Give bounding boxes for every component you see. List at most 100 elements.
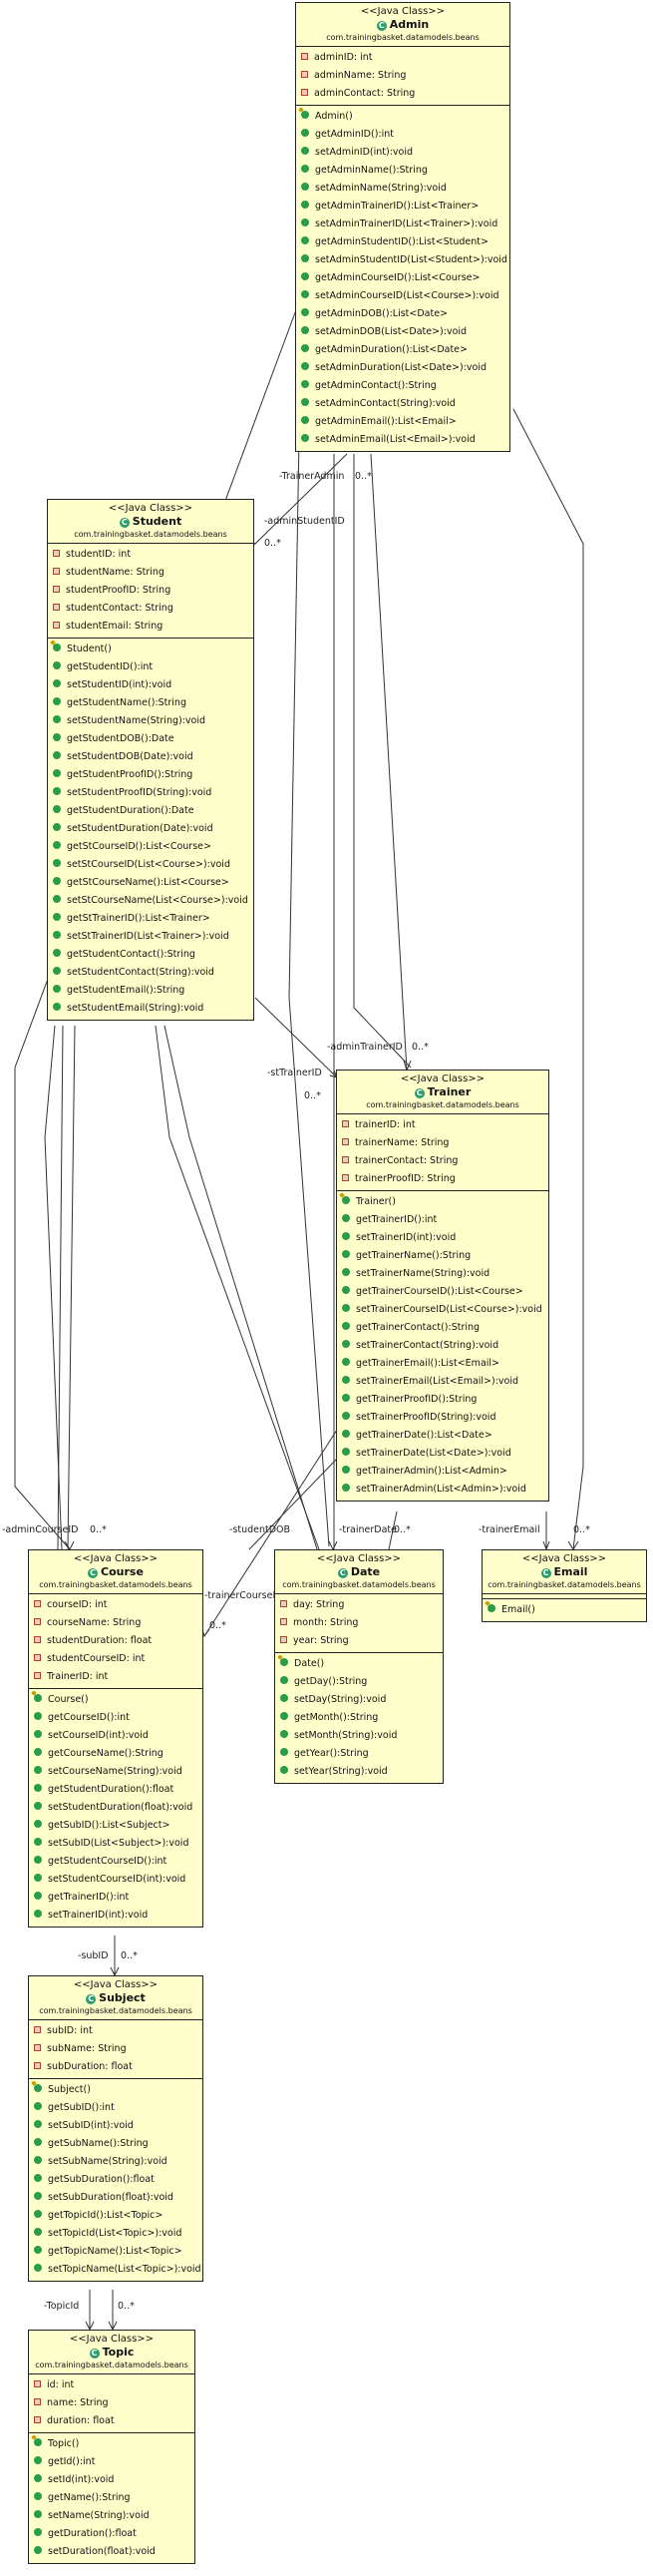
method-row[interactable]: setStTrainerID(List<Trainer>):void xyxy=(48,928,253,946)
method-row[interactable]: setCourseName(String):void xyxy=(29,1763,202,1781)
method-row[interactable]: getDay():String xyxy=(275,1673,443,1691)
method-row[interactable]: getSubID():List<Subject> xyxy=(29,1817,202,1835)
field-row[interactable]: studentDuration: float xyxy=(29,1632,202,1650)
method-row[interactable]: setTrainerEmail(List<Email>):void xyxy=(337,1373,548,1391)
method-row[interactable]: setCourseID(int):void xyxy=(29,1727,202,1745)
method-row[interactable]: getStudentEmail():String xyxy=(48,982,253,1000)
method-row[interactable]: getAdminDOB():List<Date> xyxy=(296,305,509,323)
method-row[interactable]: getTrainerProofID():String xyxy=(337,1391,548,1409)
field-row[interactable]: trainerName: String xyxy=(337,1134,548,1152)
method-row[interactable]: setAdminContact(String):void xyxy=(296,395,509,413)
method-row[interactable]: setAdminTrainerID(List<Trainer>):void xyxy=(296,215,509,233)
method-row[interactable]: setAdminDuration(List<Date>):void xyxy=(296,359,509,377)
method-row[interactable]: setYear(String):void xyxy=(275,1763,443,1781)
method-row[interactable]: setStudentDOB(Date):void xyxy=(48,748,253,766)
field-row[interactable]: studentEmail: String xyxy=(48,618,253,636)
method-row[interactable]: setId(int):void xyxy=(29,2471,194,2489)
field-row[interactable]: studentContact: String xyxy=(48,600,253,618)
field-row[interactable]: trainerID: int xyxy=(337,1116,548,1134)
field-row[interactable]: courseID: int xyxy=(29,1596,202,1614)
method-row[interactable]: getAdminCourseID():List<Course> xyxy=(296,269,509,287)
method-row[interactable]: setStudentCourseID(int):void xyxy=(29,1871,202,1889)
field-row[interactable]: studentID: int xyxy=(48,546,253,564)
method-row[interactable]: setAdminName(String):void xyxy=(296,180,509,198)
method-row[interactable]: getStudentContact():String xyxy=(48,946,253,964)
method-row[interactable]: getAdminTrainerID():List<Trainer> xyxy=(296,198,509,215)
constructor-row[interactable]: Topic() xyxy=(29,2435,194,2453)
method-row[interactable]: getStCourseID():List<Course> xyxy=(48,838,253,856)
method-row[interactable]: getStTrainerID():List<Trainer> xyxy=(48,910,253,928)
field-row[interactable]: adminContact: String xyxy=(296,85,509,103)
method-row[interactable]: getAdminDuration():List<Date> xyxy=(296,341,509,359)
field-row[interactable]: duration: float xyxy=(29,2412,194,2430)
method-row[interactable]: getStudentDuration():Date xyxy=(48,802,253,820)
method-row[interactable]: getCourseName():String xyxy=(29,1745,202,1763)
method-row[interactable]: getTrainerID():int xyxy=(29,1889,202,1907)
method-row[interactable]: getStudentProofID():String xyxy=(48,766,253,784)
field-row[interactable]: studentProofID: String xyxy=(48,582,253,600)
method-row[interactable]: setStCourseName(List<Course>):void xyxy=(48,892,253,910)
field-row[interactable]: id: int xyxy=(29,2376,194,2394)
method-row[interactable]: getTrainerAdmin():List<Admin> xyxy=(337,1463,548,1481)
method-row[interactable]: getId():int xyxy=(29,2453,194,2471)
method-row[interactable]: setStudentContact(String):void xyxy=(48,964,253,982)
constructor-row[interactable]: Email() xyxy=(483,1601,646,1619)
method-row[interactable]: setStCourseID(List<Course>):void xyxy=(48,856,253,874)
method-row[interactable]: setTrainerName(String):void xyxy=(337,1265,548,1283)
field-row[interactable]: adminName: String xyxy=(296,67,509,85)
method-row[interactable]: getTrainerID():int xyxy=(337,1211,548,1229)
method-row[interactable]: setTrainerDate(List<Date>):void xyxy=(337,1445,548,1463)
method-row[interactable]: getStudentDuration():float xyxy=(29,1781,202,1799)
method-row[interactable]: setSubID(List<Subject>):void xyxy=(29,1835,202,1853)
method-row[interactable]: getStudentDOB():Date xyxy=(48,730,253,748)
method-row[interactable]: getTrainerEmail():List<Email> xyxy=(337,1355,548,1373)
method-row[interactable]: setStudentName(String):void xyxy=(48,712,253,730)
method-row[interactable]: setStudentProofID(String):void xyxy=(48,784,253,802)
constructor-row[interactable]: Course() xyxy=(29,1691,202,1709)
method-row[interactable]: setTrainerID(int):void xyxy=(29,1907,202,1925)
method-row[interactable]: setTrainerID(int):void xyxy=(337,1229,548,1247)
field-row[interactable]: subDuration: float xyxy=(29,2058,202,2076)
method-row[interactable]: setAdminID(int):void xyxy=(296,144,509,162)
method-row[interactable]: getTrainerCourseID():List<Course> xyxy=(337,1283,548,1301)
constructor-row[interactable]: Date() xyxy=(275,1655,443,1673)
field-row[interactable]: year: String xyxy=(275,1632,443,1650)
field-row[interactable]: adminID: int xyxy=(296,49,509,67)
method-row[interactable]: getTopicId():List<Topic> xyxy=(29,2207,202,2225)
method-row[interactable]: setName(String):void xyxy=(29,2507,194,2525)
field-row[interactable]: courseName: String xyxy=(29,1614,202,1632)
method-row[interactable]: getStudentCourseID():int xyxy=(29,1853,202,1871)
field-row[interactable]: day: String xyxy=(275,1596,443,1614)
method-row[interactable]: getTrainerContact():String xyxy=(337,1319,548,1337)
method-row[interactable]: getMonth():String xyxy=(275,1709,443,1727)
method-row[interactable]: getStudentName():String xyxy=(48,694,253,712)
method-row[interactable]: getSubName():String xyxy=(29,2135,202,2153)
field-row[interactable]: name: String xyxy=(29,2394,194,2412)
method-row[interactable]: getTrainerDate():List<Date> xyxy=(337,1427,548,1445)
method-row[interactable]: getAdminStudentID():List<Student> xyxy=(296,233,509,251)
constructor-row[interactable]: Subject() xyxy=(29,2081,202,2099)
method-row[interactable]: setTopicName(List<Topic>):void xyxy=(29,2261,202,2279)
method-row[interactable]: getStudentID():int xyxy=(48,658,253,676)
constructor-row[interactable]: Trainer() xyxy=(337,1193,548,1211)
field-row[interactable]: month: String xyxy=(275,1614,443,1632)
method-row[interactable]: getAdminID():int xyxy=(296,126,509,144)
method-row[interactable]: setStudentDuration(Date):void xyxy=(48,820,253,838)
field-row[interactable]: TrainerID: int xyxy=(29,1668,202,1686)
method-row[interactable]: setDuration(float):void xyxy=(29,2543,194,2561)
method-row[interactable]: setStudentEmail(String):void xyxy=(48,1000,253,1018)
method-row[interactable]: getStCourseName():List<Course> xyxy=(48,874,253,892)
method-row[interactable]: setSubDuration(float):void xyxy=(29,2189,202,2207)
method-row[interactable]: getAdminName():String xyxy=(296,162,509,180)
method-row[interactable]: setAdminEmail(List<Email>):void xyxy=(296,431,509,449)
method-row[interactable]: setTrainerAdmin(List<Admin>):void xyxy=(337,1481,548,1499)
constructor-row[interactable]: Student() xyxy=(48,641,253,658)
field-row[interactable]: studentName: String xyxy=(48,564,253,582)
method-row[interactable]: setAdminCourseID(List<Course>):void xyxy=(296,287,509,305)
method-row[interactable]: setMonth(String):void xyxy=(275,1727,443,1745)
